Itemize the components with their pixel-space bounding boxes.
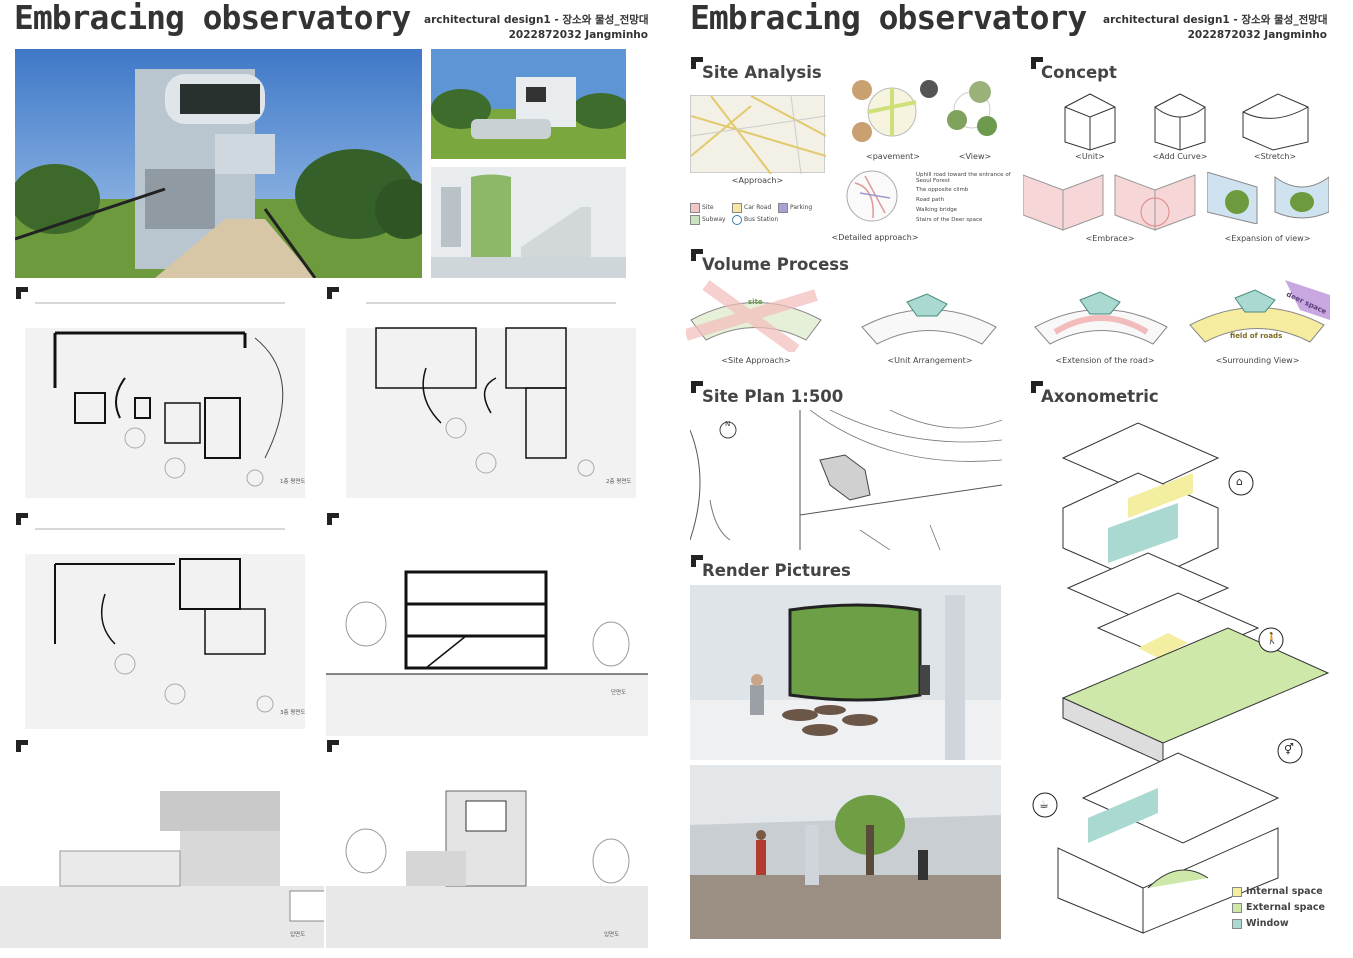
volume-site-approach: site: [686, 280, 826, 352]
legend-external-space: External space: [1246, 902, 1325, 913]
student-label-left: 2022872032 Jangminho: [508, 29, 648, 41]
site-plan-corner-mark: [691, 381, 703, 393]
volume-process-heading: Volume Process: [702, 255, 849, 274]
axonometric-corner-mark: [1031, 381, 1043, 393]
floor-plan-3: 3층 평면도: [15, 514, 324, 736]
legend-car-road: Car Road: [744, 204, 772, 211]
render-pictures-heading: Render Pictures: [702, 561, 851, 580]
elev1-corner-mark: [16, 740, 28, 752]
concept-embrace-caption: <Embrace>: [1085, 234, 1135, 243]
view-caption: <View>: [958, 152, 992, 161]
legend-internal-space: Internal space: [1246, 886, 1323, 897]
legend-bus-station: Bus Station: [744, 216, 779, 223]
legend-subway: Subway: [702, 216, 726, 223]
elev2-corner-mark: [327, 740, 339, 752]
render-interior-courtyard: [690, 765, 1001, 939]
approach-map: [690, 95, 826, 174]
note-3: Road path: [916, 197, 945, 203]
asphalt-swatch: [920, 80, 938, 98]
note-5: Stairs of the Deer space: [916, 217, 983, 223]
render-exterior-small: [431, 49, 626, 159]
detailed-approach-notes: Uphill road toward the entrance of Seoul…: [906, 172, 1026, 227]
render-interior-lounge: [690, 585, 1001, 760]
main-exterior-render: [15, 49, 422, 278]
render-interior-small: [431, 167, 626, 278]
site-plan-heading: Site Plan 1:500: [702, 387, 844, 406]
svg-text:N: N: [725, 420, 730, 428]
note-2: The opposite climb: [916, 187, 969, 193]
legend-site: Site: [702, 204, 714, 211]
board-title-right: Embracing observatory: [690, 0, 1087, 37]
plan3-corner-mark: [16, 513, 28, 525]
legend-window: Window: [1246, 918, 1289, 929]
pavement-diagram: [848, 72, 920, 148]
walking-person-icon: 🚶: [1265, 632, 1279, 645]
volume-road-extension-caption: <Extension of the road>: [1055, 356, 1155, 365]
volume-field-label: field of roads: [1230, 332, 1282, 340]
site-analysis-corner-mark: [691, 57, 703, 69]
section-drawing: 단면도: [326, 514, 648, 736]
concept-view-diagram: [1207, 172, 1329, 224]
floor-plan-1: 1층 평면도: [15, 288, 324, 508]
plan1-label: 1층 평면도: [280, 477, 306, 485]
concept-unit-diagram: [1060, 92, 1120, 152]
concept-corner-mark: [1031, 57, 1043, 69]
course-label-right: architectural design1 - 장소와 물성_전망대: [1103, 14, 1328, 26]
volume-surrounding-view: field of roads deer space: [1185, 280, 1330, 352]
concept-unit-caption: <Unit>: [1075, 152, 1105, 161]
detailed-approach-diagram: [845, 168, 900, 224]
site-analysis-heading: Site Analysis: [702, 63, 822, 82]
concept-heading: Concept: [1041, 63, 1117, 82]
volume-site-approach-caption: <Site Approach>: [721, 356, 791, 365]
view-diagram: [945, 80, 1000, 142]
site-plan-drawing: N: [690, 410, 1002, 550]
concept-curve-diagram: [1150, 92, 1210, 152]
section-corner-mark: [327, 513, 339, 525]
bus-station-icon: [732, 215, 742, 225]
plan3-label: 3층 평면도: [280, 708, 306, 716]
plan2-corner-mark: [327, 287, 339, 299]
axonometric-heading: Axonometric: [1041, 387, 1159, 406]
toilet-icon: ⌂: [1236, 475, 1243, 488]
volume-process-corner-mark: [691, 249, 703, 261]
plan2-label: 2층 평면도: [606, 477, 632, 485]
detailed-approach-caption: <Detailed approach>: [831, 233, 919, 242]
legend-window-swatch: [1232, 919, 1242, 929]
concept-stretch-diagram: [1238, 92, 1313, 152]
restroom-icon: ⚥: [1284, 743, 1294, 756]
axonometric-exploded-drawing: [1028, 418, 1333, 938]
volume-unit-arrangement: [857, 282, 1001, 352]
concept-curve-caption: <Add Curve>: [1152, 152, 1208, 161]
render-pictures-corner-mark: [691, 555, 703, 567]
legend-parking: Parking: [790, 204, 813, 211]
board-title-left: Embracing observatory: [14, 0, 411, 37]
section-label: 단면도: [611, 688, 626, 696]
volume-road-extension: [1030, 282, 1172, 352]
pavement-caption: <pavement>: [866, 152, 920, 161]
note-4: Walking bridge: [916, 207, 958, 213]
elev1-label: 입면도: [290, 930, 305, 938]
approach-caption: <Approach>: [731, 176, 784, 185]
course-label-left: architectural design1 - 장소와 물성_전망대: [424, 14, 649, 26]
elevation-2: 입면도: [326, 741, 648, 948]
legend-external-swatch: [1232, 903, 1242, 913]
legend-internal-swatch: [1232, 887, 1242, 897]
volume-surrounding-view-caption: <Surrounding View>: [1215, 356, 1300, 365]
student-label-right: 2022872032 Jangminho: [1187, 29, 1327, 41]
volume-site-label: site: [748, 298, 763, 306]
plan1-corner-mark: [16, 287, 28, 299]
floor-plan-2: 2층 평면도: [326, 288, 648, 508]
elevation-1: 입면도: [0, 741, 324, 948]
concept-stretch-caption: <Stretch>: [1253, 152, 1297, 161]
coffee-cup-icon: ☕: [1039, 798, 1049, 811]
note-1: Uphill road toward the entrance of Seoul…: [916, 172, 1011, 184]
site-analysis-legend: Site Car Road Parking Subway Bus Station: [690, 203, 830, 228]
volume-unit-arrangement-caption: <Unit Arrangement>: [887, 356, 973, 365]
concept-embrace-diagram: [1023, 170, 1198, 232]
elev2-label: 입면도: [604, 930, 619, 938]
concept-view-caption: <Expansion of view>: [1224, 234, 1311, 243]
